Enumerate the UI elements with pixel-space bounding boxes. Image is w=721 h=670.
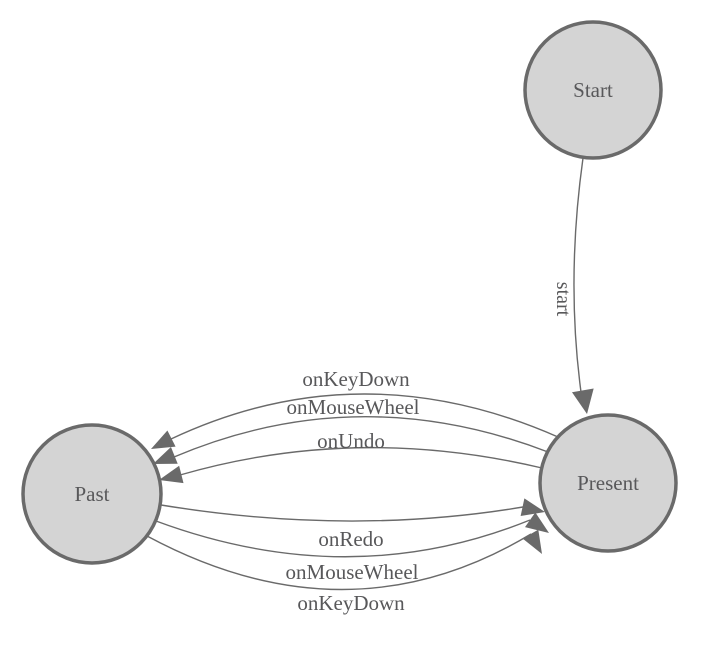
edge-past-to-present-onkeydown <box>146 533 532 591</box>
edge-present-to-past-onmousewheel <box>173 416 549 458</box>
arrowhead-start-to-present-icon <box>571 388 594 414</box>
edge-label-onredo: onRedo <box>318 527 383 551</box>
edge-label-onkeydown-bottom: onKeyDown <box>297 591 405 615</box>
arrowhead-into-past-1-icon <box>151 430 176 449</box>
arrowhead-into-present-1-icon <box>520 498 545 517</box>
edge-start-to-present <box>573 157 584 393</box>
node-past-circle[interactable] <box>21 423 163 565</box>
node-start-label: Start <box>573 78 613 102</box>
node-present-circle[interactable] <box>538 413 678 553</box>
edge-label-start: start <box>552 282 574 317</box>
arrowhead-into-present-2-icon <box>524 512 549 533</box>
edge-label-onmousewheel-bottom: onMouseWheel <box>286 560 419 584</box>
edge-past-to-present-onmousewheel <box>155 519 531 558</box>
node-start[interactable]: Start <box>523 20 663 160</box>
arrowhead-into-past-2-icon <box>153 447 178 464</box>
edge-label-onkeydown-top: onKeyDown <box>302 367 410 391</box>
arrowhead-into-past-3-icon <box>159 465 184 484</box>
edge-label-onmousewheel-top: onMouseWheel <box>287 395 420 419</box>
node-past-label: Past <box>74 482 109 506</box>
node-past[interactable]: Past <box>21 423 163 565</box>
edge-label-onundo: onUndo <box>317 429 385 453</box>
edge-past-to-present-onredo <box>160 504 524 522</box>
node-present-label: Present <box>577 471 639 495</box>
edge-present-to-past-onkeydown <box>170 393 559 440</box>
node-start-circle[interactable] <box>523 20 663 160</box>
node-present[interactable]: Present <box>538 413 678 553</box>
edge-present-to-past-onundo <box>179 446 543 476</box>
arrowhead-into-present-3-icon <box>522 529 542 554</box>
